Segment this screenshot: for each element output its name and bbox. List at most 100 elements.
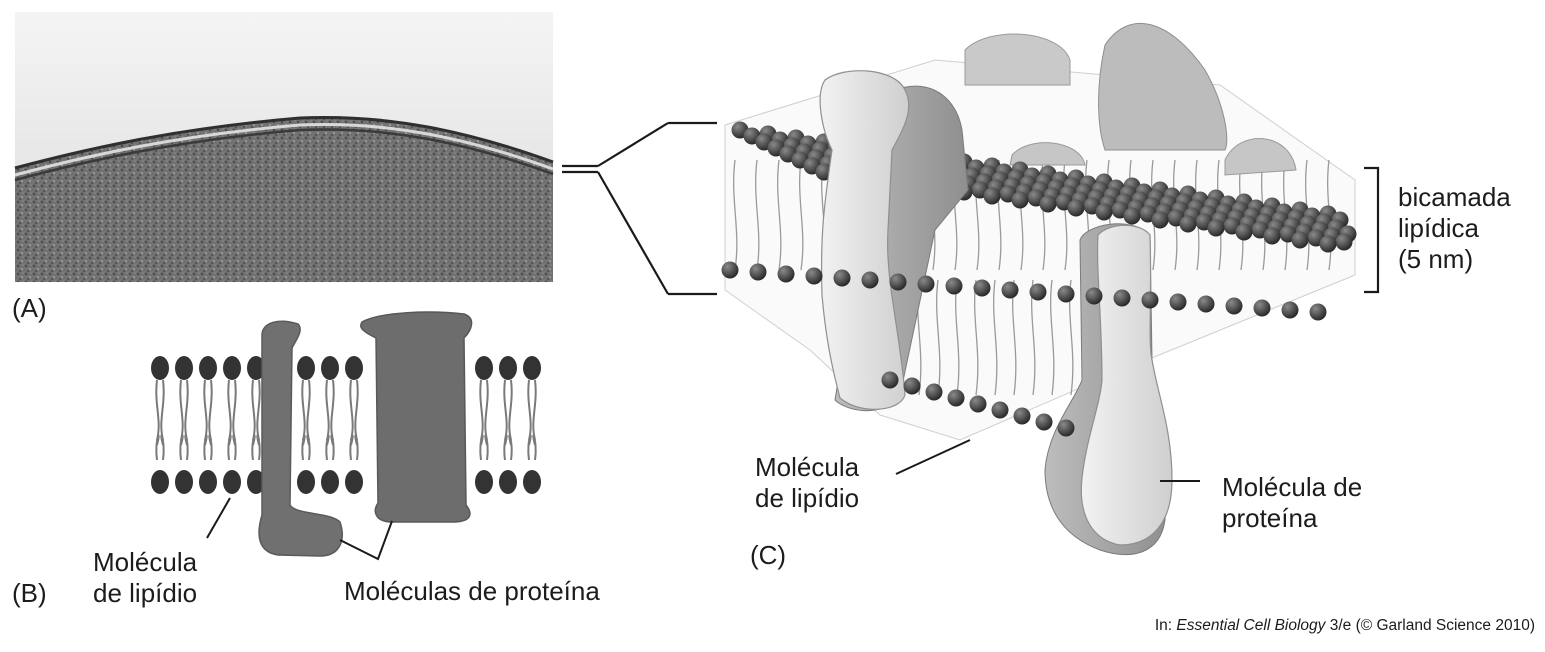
lipid-head — [889, 273, 907, 291]
lipid-head — [1225, 297, 1243, 315]
lipid-head — [199, 356, 217, 380]
bilayer-label-line2: lipídica — [1398, 213, 1479, 243]
lipid-head — [1291, 231, 1309, 249]
lipid-head — [1169, 293, 1187, 311]
lipid-head — [983, 187, 1001, 205]
membrane-3d-block — [721, 22, 1357, 556]
lipid-head — [861, 271, 879, 289]
lipid-tail — [155, 379, 165, 441]
lipid-tail — [227, 434, 237, 461]
lipid-head — [175, 356, 193, 380]
lipid-tail — [301, 379, 311, 441]
lipid-head — [151, 356, 169, 380]
protein-column-left — [819, 70, 969, 412]
lipid-tail — [203, 379, 213, 441]
lipid-head — [199, 470, 217, 494]
lipid-head — [223, 356, 241, 380]
lipid-head — [247, 356, 265, 380]
lipid-head — [1011, 191, 1029, 209]
membrane-outer-line — [14, 115, 554, 170]
lipid-head — [523, 470, 541, 494]
lipid-leader-c — [895, 439, 971, 475]
lipid-tail — [349, 434, 359, 461]
lipid-head — [881, 371, 899, 389]
lipid-tail — [325, 434, 335, 461]
lipid-tail — [503, 434, 513, 461]
lipid-head — [1335, 233, 1353, 251]
lipid-head — [523, 356, 541, 380]
lipid-head — [1253, 299, 1271, 317]
lipid-tail — [479, 379, 489, 441]
lipid-head — [1035, 413, 1053, 431]
cell-interior — [15, 117, 553, 282]
protein-cone — [1098, 22, 1228, 151]
panel-a-label: (A) — [12, 293, 47, 323]
lipid-tail — [301, 434, 311, 461]
lipid-label-c: Molécula de lipídio — [755, 452, 859, 514]
lipid-head — [917, 275, 935, 293]
block-outline — [724, 59, 1356, 441]
lipid-label-b-line2: de lipídio — [93, 578, 198, 608]
lipid-head — [345, 470, 363, 494]
lipid-head — [321, 356, 339, 380]
lipid-tail — [479, 434, 489, 461]
protein-dome-mid — [1009, 142, 1086, 166]
lipid-tail — [179, 434, 189, 461]
lipid-tail — [155, 434, 165, 461]
lipid-tail — [733, 159, 738, 271]
protein-dome-back — [964, 33, 1071, 86]
lipid-head — [991, 401, 1009, 419]
schematic-leaders — [206, 497, 393, 561]
lipid-head — [925, 383, 943, 401]
lipid-tail — [527, 434, 537, 461]
lipid-head — [151, 470, 169, 494]
bilayer-label-line3: (5 nm) — [1398, 244, 1474, 274]
panel-c-label: (C) — [750, 540, 787, 570]
lipid-tail — [799, 159, 804, 271]
lipid-tail — [527, 379, 537, 441]
protein-label-b: Moléculas de proteína — [344, 576, 600, 606]
lipid-tail — [179, 379, 189, 441]
lipid-head — [947, 389, 965, 407]
bilayer-label-line1: bicamada — [1398, 182, 1511, 212]
lipid-head — [1123, 207, 1141, 225]
lipid-head — [1179, 215, 1197, 233]
protein-dome-right — [1224, 138, 1297, 176]
lipid-head — [1207, 219, 1225, 237]
zoom-connector — [562, 121, 717, 296]
lipid-tail — [936, 279, 941, 396]
lipid-head — [321, 470, 339, 494]
lipid-head — [1029, 283, 1047, 301]
credit-title: Essential Cell Biology — [1176, 617, 1326, 634]
lipid-label-b: Molécula de lipídio — [93, 547, 197, 609]
bilayer-bracket — [1364, 166, 1380, 294]
lipid-tail — [993, 279, 998, 396]
schematic-bilayer — [151, 356, 541, 494]
lipid-head — [1263, 227, 1281, 245]
lipid-head — [1001, 281, 1019, 299]
bilayer-label: bicamada lipídica (5 nm) — [1398, 182, 1511, 275]
lipid-head — [297, 470, 315, 494]
lipid-label-c-line2: de lipídio — [755, 483, 860, 513]
protein-column-right — [1044, 223, 1173, 556]
lipid-head — [721, 261, 739, 279]
lipid-head — [247, 470, 265, 494]
lipid-head — [499, 470, 517, 494]
membrane-light-band — [14, 122, 554, 177]
lipid-tail — [325, 379, 335, 441]
lipid-head — [969, 395, 987, 413]
lipid-leader-b — [206, 497, 231, 539]
lipid-head — [1057, 419, 1075, 437]
lipid-label-b-line1: Molécula — [93, 547, 198, 577]
lipid-label-c-line1: Molécula — [755, 452, 860, 482]
lipid-tail — [251, 434, 261, 461]
lipid-head — [1235, 223, 1253, 241]
lipid-head — [1309, 303, 1327, 321]
lipid-tail — [203, 434, 213, 461]
lipid-head — [749, 263, 767, 281]
lipid-head — [223, 470, 241, 494]
protein-label-c-line1: Molécula de — [1222, 472, 1363, 502]
protein-small — [258, 320, 343, 557]
lipid-head — [1113, 289, 1131, 307]
